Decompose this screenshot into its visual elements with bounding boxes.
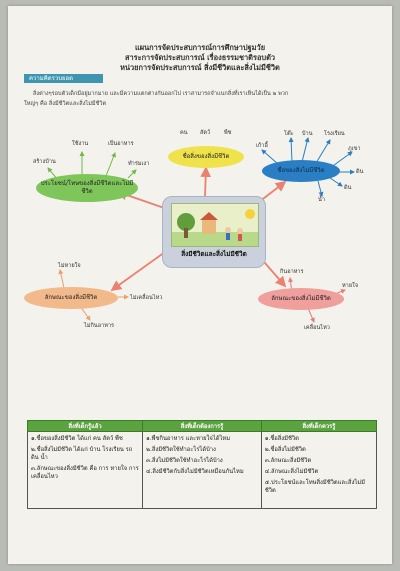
node-nonliving-traits: ลักษณะของสิ่งไม่มีชีวิต: [258, 288, 344, 310]
word-mountain: ภูเขา: [348, 146, 361, 152]
word-shade: ทำร่มเงา: [128, 161, 150, 167]
node-living-names: ชื่อสิ่งของสิ่งมีชีวิต: [168, 146, 244, 168]
header-line-1: แผนการจัดประสบการณ์การศึกษาปฐมวัย: [134, 43, 266, 52]
word-soil: ดิน: [344, 185, 352, 191]
want-item: ๓.สิ่งไม่มีชีวิตใช้ทำอะไรได้บ้าง: [146, 458, 223, 464]
word-home: บ้าน: [302, 131, 313, 137]
word-use: ใช้งาน: [72, 141, 89, 147]
concept-text-line-1: สิ่งต่างๆรอบตัวเด็กมีอยู่มากมาย และมีควา…: [33, 91, 289, 97]
scene-illustration-icon: [172, 209, 258, 246]
header-line-3: หน่วยการจัดประสบการณ์ สิ่งมีชีวิตและสิ่ง…: [120, 63, 280, 72]
table-header-known: สิ่งที่เด็กรู้แล้ว: [26, 420, 144, 432]
should-item: ๒.ชื่อสิ่งไม่มีชีวิต: [264, 447, 306, 453]
word-school: โรงเรียน: [324, 131, 345, 137]
word-no-breathe: ไม่หายใจ: [58, 263, 81, 269]
word-house: สร้างบ้าน: [33, 159, 56, 165]
center-node: สิ่งมีชีวิตและสิ่งไม่มีชีวิต: [162, 196, 266, 268]
node-benefit: ประโยชน์/โทษของสิ่งมีชีวิตและไม่มีชีวิต: [36, 174, 138, 202]
word-move: เคลื่อนไหว: [304, 325, 330, 331]
table-cell-known: ๑.ชื่อของสิ่งมีชีวิต ได้แก่ คน สัตว์ พืช…: [26, 431, 144, 509]
word-plant: พืช: [224, 130, 232, 136]
word-animal: สัตว์: [200, 130, 211, 136]
table-header-want: สิ่งที่เด็กต้องการรู้: [142, 420, 262, 432]
known-item: ๑.ชื่อของสิ่งมีชีวิต ได้แก่ คน สัตว์ พืช: [31, 436, 123, 442]
center-label: สิ่งมีชีวิตและสิ่งไม่มีชีวิต: [181, 250, 247, 258]
node-living-traits: ลักษณะของสิ่งมีชีวิต: [24, 287, 118, 309]
want-item: ๒.สิ่งมีชีวิตใช้ทำอะไรได้บ้าง: [146, 447, 216, 453]
word-food: เป็นอาหาร: [108, 141, 134, 147]
should-item: ๓.ลักษณะสิ่งมีชีวิต: [264, 458, 312, 464]
table-cell-should: ๑.ชื่อสิ่งมีชีวิต ๒.ชื่อสิ่งไม่มีชีวิต ๓…: [260, 431, 378, 509]
knowledge-table: สิ่งที่เด็กรู้แล้ว สิ่งที่เด็กต้องการรู้…: [26, 420, 378, 509]
node-nonliving-names: ชื่อของสิ่งไม่มีชีวิต: [262, 160, 340, 182]
table-header-should: สิ่งที่เด็กควรรู้: [260, 420, 378, 432]
known-item: ๒.ชื่อสิ่งไม่มีชีวิต ได้แก่ บ้าน โรงเรีย…: [31, 447, 133, 461]
word-person: คน: [180, 130, 188, 136]
want-item: ๔.สิ่งมีชีวิตกับสิ่งไม่มีชีวิตเหมือนกันไ…: [146, 469, 244, 475]
want-item: ๑.พืชกินอาหาร และหายใจได้ไหม: [146, 436, 231, 442]
word-eat: กินอาหาร: [280, 269, 304, 275]
word-table: โต๊ะ: [284, 131, 294, 137]
should-item: ๔.ลักษณะสิ่งไม่มีชีวิต: [264, 469, 319, 475]
concept-tag: ความคิดรวบยอด: [24, 74, 103, 83]
should-item: ๕.ประโยชน์และโทษสิ่งมีชีวิตและสิ่งไม่มีช…: [264, 480, 365, 494]
center-illustration: [171, 203, 259, 247]
word-no-move: ไม่เคลื่อนไหว: [130, 295, 163, 301]
table-cell-want: ๑.พืชกินอาหาร และหายใจได้ไหม ๒.สิ่งมีชีว…: [142, 431, 262, 509]
should-item: ๑.ชื่อสิ่งมีชีวิต: [264, 436, 299, 442]
word-sky: ดิน: [356, 169, 364, 175]
known-item: ๓.ลักษณะของสิ่งมีชีวิต คือ การ หายใจ การ…: [31, 466, 139, 480]
concept-text-line-2: ใหญ่ๆ คือ สิ่งมีชีวิตและสิ่งไม่มีชีวิต: [24, 101, 107, 107]
header-line-2: สาระการจัดประสบการณ์ เรื่องธรรมชาติรอบตั…: [124, 53, 276, 62]
word-breathe: หายใจ: [342, 283, 359, 289]
word-chair: เก้าอี้: [256, 143, 268, 149]
word-no-eat: ไม่กินอาหาร: [84, 323, 115, 329]
word-water: น้ำ: [318, 197, 325, 203]
